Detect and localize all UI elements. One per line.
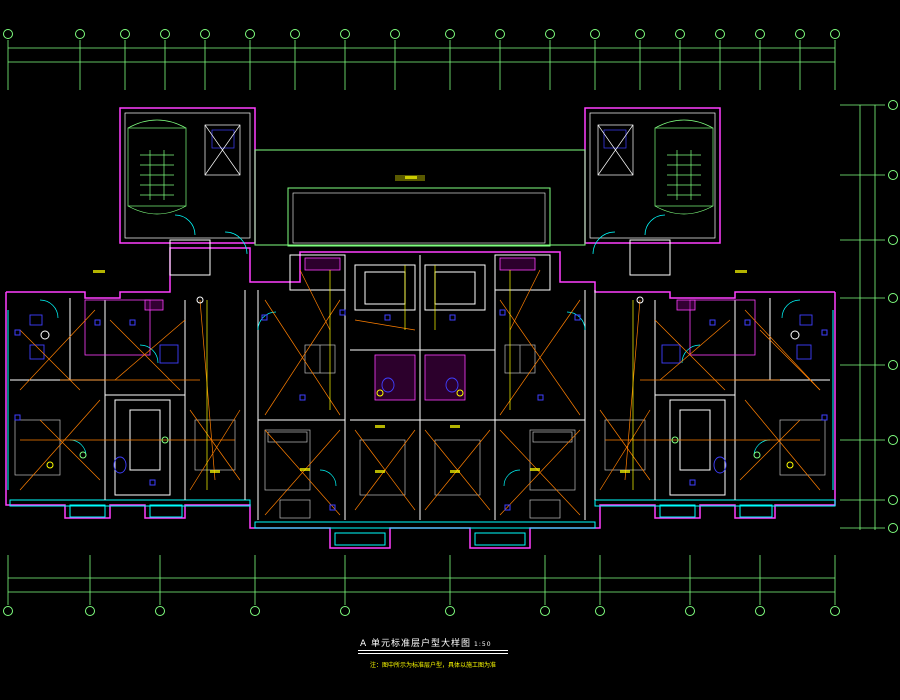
room-tags [93,176,747,473]
top-dimension-chain [7,40,836,90]
electrical-wiring [19,269,821,516]
title-underline [358,650,508,651]
drawing-note: 注：图中所示为标准层户型，具体以施工图为准 [370,662,497,669]
light-fixture-icon [40,296,800,469]
right-core [584,107,721,244]
wet-areas [84,257,756,401]
bottom-axis-bubbles [3,606,840,616]
scale-label: 1:50 [474,641,492,648]
windows [7,310,836,546]
title-underline-thin [358,653,508,654]
wc-icon [29,314,813,474]
interior-walls [10,239,830,520]
central-corridor [254,149,586,247]
title-label: A 单元标准层户型大样图 [360,639,472,649]
stair-icon [127,119,187,215]
left-core [119,107,256,244]
elevator-icon [204,124,241,176]
conduits [206,265,634,490]
stair-icon [654,119,714,215]
dining-table-icon [304,344,536,374]
right-dimension-chain [840,104,885,530]
socket-icon [14,309,828,511]
top-axis-bubbles [3,29,840,39]
elevator-icon [597,124,634,176]
right-axis-bubbles [888,100,898,533]
bottom-dimension-chain [7,555,836,605]
